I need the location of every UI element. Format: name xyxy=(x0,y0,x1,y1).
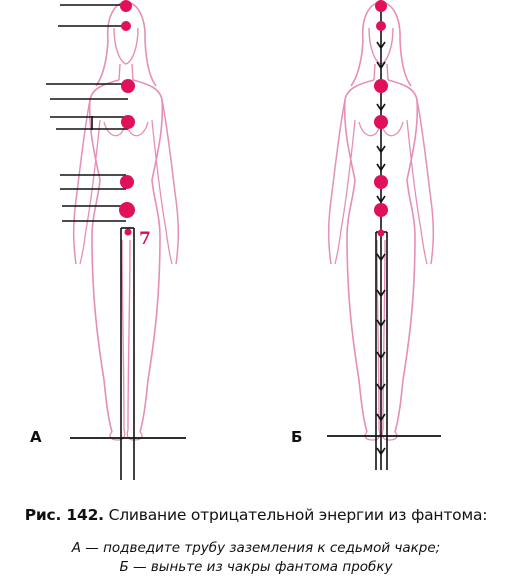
chakra-root-a xyxy=(124,228,132,236)
chakra-pointer-lines-a xyxy=(46,4,128,222)
chakra-solar-a xyxy=(120,175,134,189)
chakra-throat-a xyxy=(121,79,135,93)
flow-arrows-b xyxy=(376,41,386,456)
chakra-crown-a xyxy=(120,0,132,12)
chakra-third-eye-b xyxy=(376,21,386,31)
chakra-root-b xyxy=(377,229,385,237)
caption-step-b: Б — выньте из чакры фантома пробку xyxy=(119,559,393,575)
chakra-sacral-a xyxy=(119,202,135,218)
chakra-heart-b xyxy=(374,115,388,129)
chakra-number-label: 7 xyxy=(139,229,151,249)
panel-label-b: Б xyxy=(291,428,302,446)
panel-label-a: А xyxy=(30,428,42,446)
caption-step-a: А — подведите трубу заземления к седьмой… xyxy=(71,540,441,556)
chakra-throat-b xyxy=(374,79,388,93)
diagram-figure: 7 А xyxy=(30,0,441,480)
chakras-b xyxy=(374,0,388,237)
figure-b: Б xyxy=(291,0,441,470)
figure-title: Сливание отрицательной энергии из фантом… xyxy=(103,506,488,524)
chakra-solar-b xyxy=(374,175,388,189)
chakra-sacral-b xyxy=(374,203,388,217)
figure-caption: Рис. 142. Сливание отрицательной энергии… xyxy=(0,506,512,524)
chakras-a xyxy=(119,0,135,236)
chakra-crown-b xyxy=(375,0,387,12)
chakra-heart-a xyxy=(121,115,135,129)
chakra-third-eye-a xyxy=(121,21,131,31)
figure-number: Рис. 142. xyxy=(24,506,104,524)
figure-a: 7 А xyxy=(30,0,186,480)
